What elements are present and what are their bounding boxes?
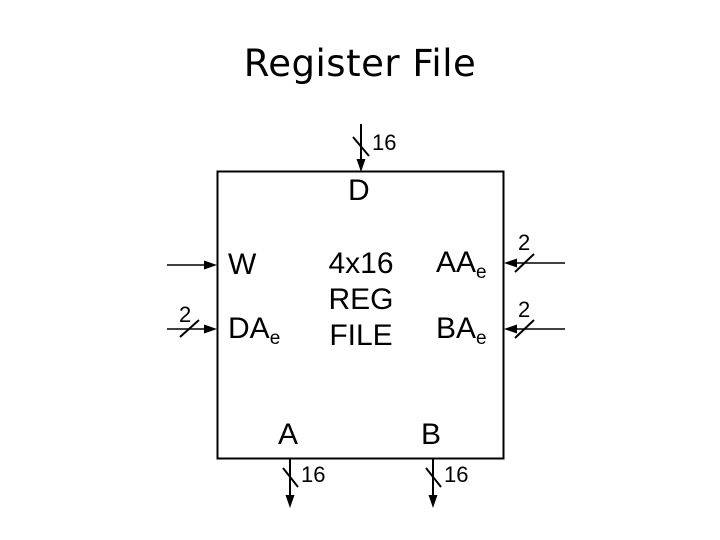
block-center-line-2: REG [328,283,394,316]
port-label-aae: AAe [436,246,487,284]
block-center-line-1: 4x16 [328,247,394,280]
register-file-block-outline [216,170,505,460]
port-label-dae-base: DA [228,312,270,345]
a-bus-arrowhead [285,495,295,508]
d-bus-arrowhead [356,159,366,172]
port-label-a: A [278,418,299,451]
w-bus-arrowhead [204,260,217,270]
bae-bus-arrowhead [504,324,517,334]
bus-width-label-dae: 2 [179,302,192,327]
page-title: Register File [243,42,477,85]
bus-width-label-aae: 2 [518,230,531,255]
bus-width-label-a: 16 [301,462,326,487]
port-label-dae-subscript: e [269,328,281,349]
port-label-d: D [348,174,370,207]
port-label-dae: DAe [228,312,281,350]
bus-width-label-d: 16 [372,130,397,155]
b-bus-arrowhead [428,495,438,508]
aae-bus-slash [514,253,535,273]
dae-bus-slash [179,319,200,338]
d-bus-slash [352,136,370,157]
b-bus-slash [425,467,442,488]
dae-bus-arrowhead [204,324,217,334]
block-center-line-3: FILE [329,319,393,352]
a-bus-slash [282,467,299,488]
block-center-label: 4x16 REG FILE [311,246,411,354]
port-label-b: B [421,418,442,451]
port-label-aae-subscript: e [476,262,487,283]
port-label-bae: BAe [436,312,487,350]
bus-width-label-b: 16 [444,462,469,487]
port-label-bae-base: BA [436,312,477,345]
aae-bus-arrowhead [504,258,517,268]
bus-width-label-bae: 2 [518,297,531,322]
port-label-bae-subscript: e [476,328,487,349]
port-label-aae-base: AA [436,246,477,279]
bae-bus-slash [514,319,535,339]
port-label-w: W [228,248,257,281]
